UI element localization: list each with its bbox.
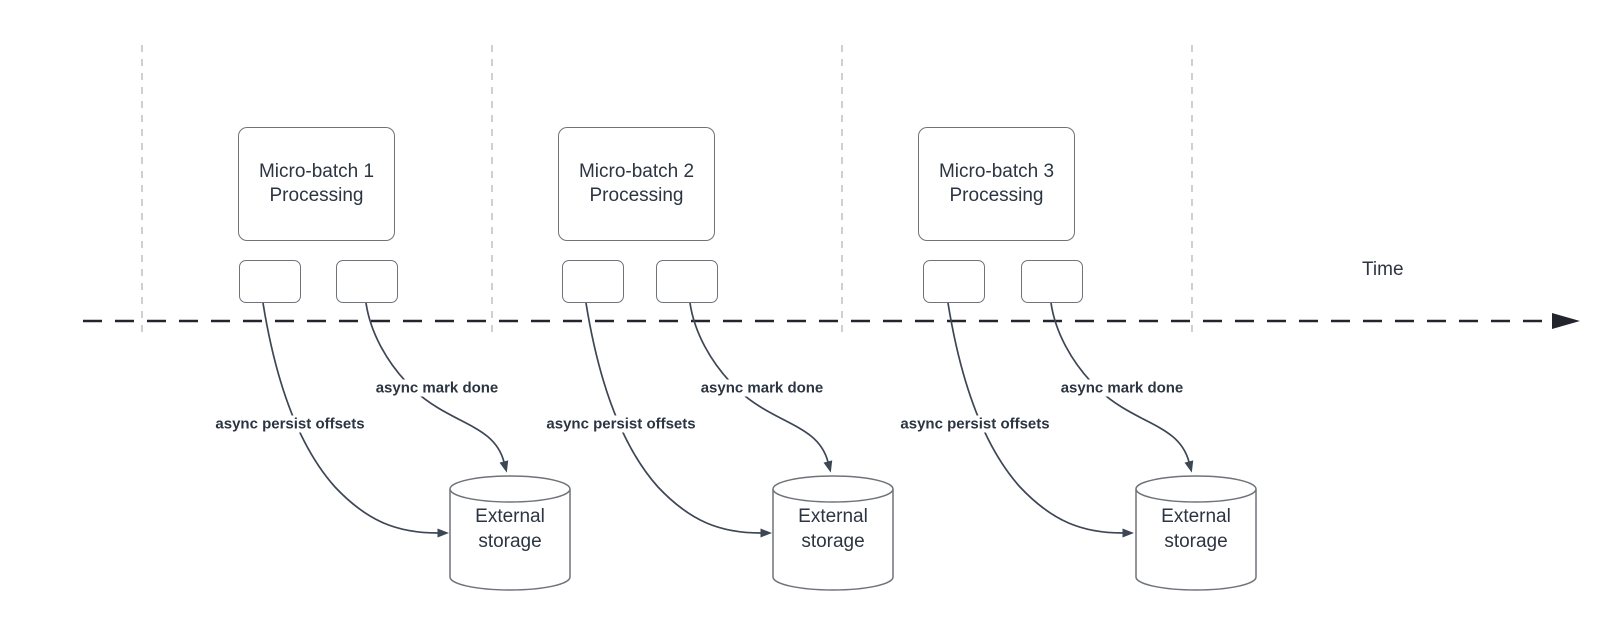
- cylinder-body: [772, 489, 894, 591]
- micro-batch-box-3: Micro-batch 3 Processing: [918, 127, 1075, 241]
- persist-offsets-arrow-1: [262, 302, 449, 538]
- micro-batch-subtitle: Processing: [589, 185, 684, 206]
- offset-task-box-1: [239, 260, 301, 303]
- micro-batch-title: Micro-batch 3: [938, 161, 1055, 183]
- cylinder-top: [772, 475, 894, 503]
- cylinder-body: [449, 489, 571, 591]
- storage-word-1: External: [475, 506, 545, 527]
- mark-task-box-3: [1021, 260, 1083, 303]
- persist-offsets-arrow-2: [585, 302, 772, 538]
- external-storage-label-3: External storage: [1136, 504, 1256, 554]
- cylinder-top: [1135, 475, 1257, 503]
- micro-batch-subtitle: Processing: [269, 185, 364, 206]
- mark-done-label-2: async mark done: [697, 379, 827, 397]
- time-axis-label: Time: [1362, 259, 1404, 280]
- storage-cylinder-3: [1135, 475, 1257, 591]
- micro-batch-box-1: Micro-batch 1 Processing: [238, 127, 395, 241]
- storage-word-2: storage: [478, 531, 542, 553]
- time-axis-arrowhead-icon: [1552, 313, 1580, 329]
- cylinder-top: [449, 475, 571, 503]
- micro-batch-box-2: Micro-batch 2 Processing: [558, 127, 715, 241]
- storage-cylinder-1: [449, 475, 571, 591]
- offset-task-box-3: [923, 260, 985, 303]
- persist-offsets-label-3: async persist offsets: [897, 415, 1053, 433]
- external-storage-label-2: External storage: [773, 504, 893, 554]
- cylinder-body: [1135, 489, 1257, 591]
- offset-task-box-2: [562, 260, 624, 303]
- mark-done-label-1: async mark done: [372, 379, 502, 397]
- persist-offsets-label-1: async persist offsets: [212, 415, 368, 433]
- mark-task-box-2: [656, 260, 718, 303]
- storage-cylinder-2: [772, 475, 894, 591]
- mark-task-box-1: [336, 260, 398, 303]
- micro-batch-title: Micro-batch 2: [578, 161, 695, 183]
- mark-done-label-3: async mark done: [1057, 379, 1187, 397]
- storage-word-2: storage: [801, 531, 865, 553]
- storage-word-1: External: [1161, 506, 1231, 527]
- micro-batch-title: Micro-batch 1: [258, 161, 375, 183]
- persist-offsets-arrow-3: [947, 302, 1134, 538]
- micro-batch-subtitle: Processing: [949, 185, 1044, 206]
- storage-word-1: External: [798, 506, 868, 527]
- external-storage-label-1: External storage: [450, 504, 570, 554]
- persist-offsets-label-2: async persist offsets: [543, 415, 699, 433]
- storage-word-2: storage: [1164, 531, 1228, 553]
